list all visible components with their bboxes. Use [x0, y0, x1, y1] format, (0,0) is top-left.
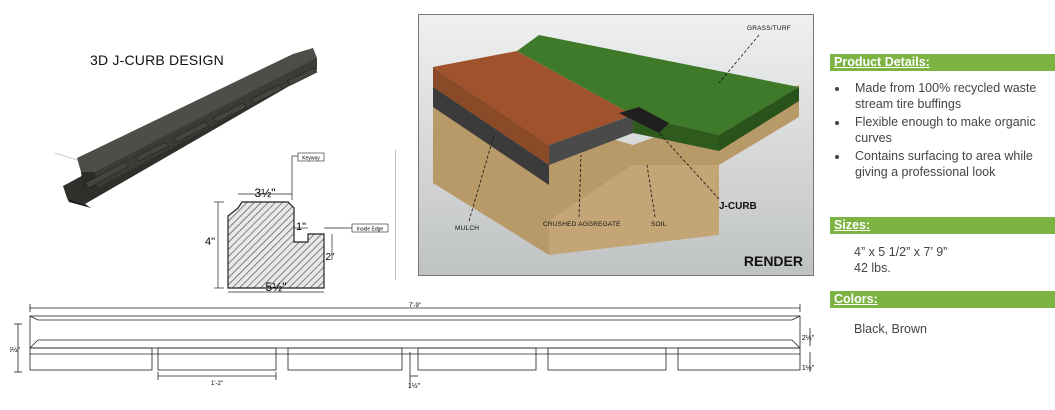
- dim-elev-height: 5½": [10, 346, 21, 354]
- detail-item: Contains surfacing to area while giving …: [849, 148, 1055, 180]
- sizes-weight: 42 lbs.: [854, 261, 891, 275]
- colors-heading: Colors:: [834, 292, 878, 306]
- render-image: GRASS/TURF MULCH CRUSHED AGGREGATE SOIL …: [418, 14, 814, 276]
- profile-section-drawing: Keyway Inside Edge 3½" 1" 4" 2" 5½": [205, 152, 389, 294]
- dim-inside-height: 2": [325, 252, 335, 263]
- dim-height: 4": [205, 236, 215, 248]
- profile-shape: [227, 201, 325, 289]
- dim-top-width: 3½": [255, 186, 276, 200]
- aggregate-label: CRUSHED AGGREGATE: [543, 221, 621, 228]
- colors-heading-bar: Colors:: [830, 291, 1055, 308]
- design-title: 3D J-CURB DESIGN: [90, 52, 224, 68]
- dim-lower-height: 1½": [802, 364, 815, 372]
- dim-bottom-width: 5½": [266, 280, 287, 294]
- sizes-text: 4” x 5 1/2” x 7’ 9” 42 lbs.: [854, 244, 947, 276]
- jcurb-3d-image: [55, 48, 318, 208]
- dim-gap-width: 1½": [408, 382, 421, 390]
- soil-label: SOIL: [651, 221, 667, 228]
- detail-item: Made from 100% recycled waste stream tir…: [849, 80, 1055, 112]
- sizes-heading-bar: Sizes:: [830, 217, 1055, 234]
- grass-label: GRASS/TURF: [747, 25, 791, 32]
- details-heading-bar: Product Details:: [830, 54, 1055, 71]
- divider: [395, 150, 396, 280]
- mulch-label: MULCH: [455, 225, 480, 232]
- dim-slot-width: 1": [296, 221, 306, 233]
- detail-item: Flexible enough to make organic curves: [849, 114, 1055, 146]
- dim-segment-width: 1'-2": [211, 381, 223, 387]
- details-list: Made from 100% recycled waste stream tir…: [835, 80, 1055, 182]
- inside-edge-label: Inside Edge: [357, 227, 384, 233]
- dim-length: 7'-9": [409, 303, 421, 309]
- sizes-dimensions: 4” x 5 1/2” x 7’ 9”: [854, 245, 948, 259]
- render-label: RENDER: [743, 253, 803, 269]
- dim-upper-height: 2½": [802, 334, 815, 342]
- elevation-drawing: 7'-9" 5½" 2½" 1½" 1'-2" 1½": [10, 303, 815, 390]
- details-heading: Product Details:: [834, 55, 930, 69]
- jcurb-label: J-CURB: [719, 201, 757, 212]
- colors-value: Black, Brown: [854, 322, 927, 336]
- sizes-heading: Sizes:: [834, 218, 871, 232]
- keyway-label: Keyway: [302, 156, 320, 162]
